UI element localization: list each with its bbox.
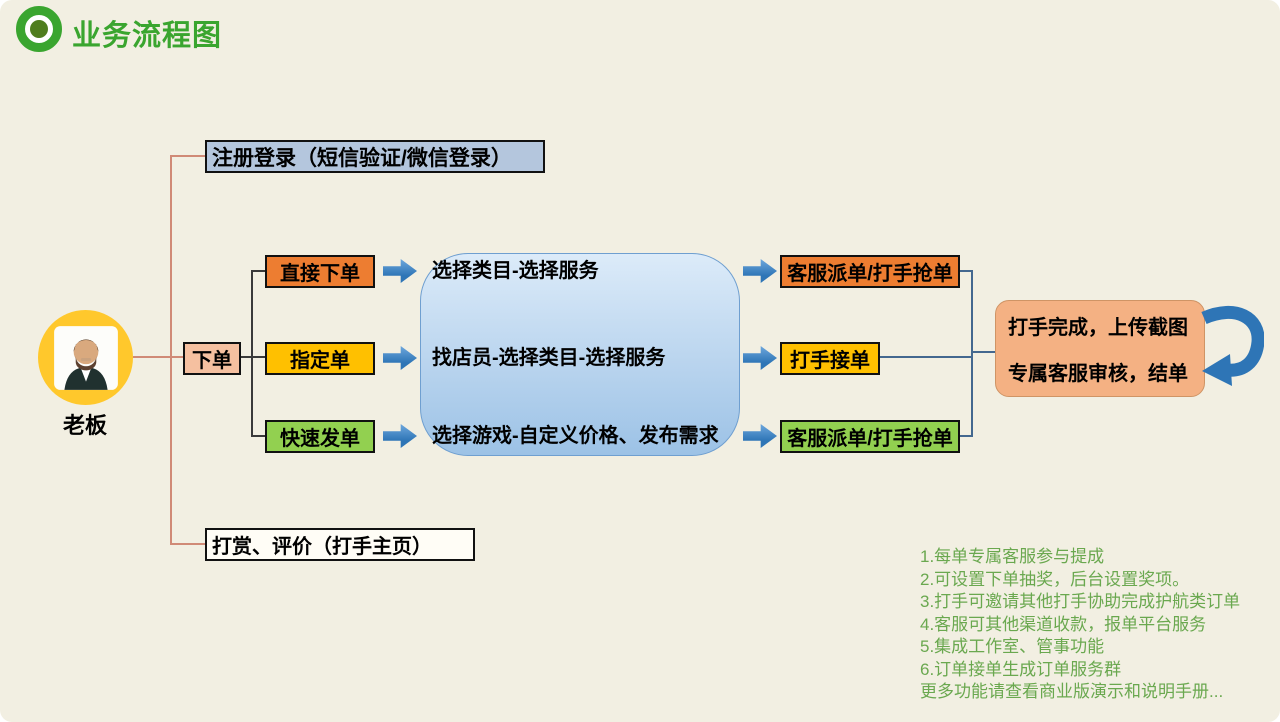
connector-to-reward: [170, 543, 205, 545]
reward-review-label: 打赏、评价（打手主页）: [212, 536, 432, 558]
note-item-4: 4.客服可其他渠道收款，报单平台服务: [920, 614, 1207, 634]
note-item-2: 2.可设置下单抽奖，后台设置奖项。: [920, 569, 1190, 589]
bracket-result-vertical: [971, 270, 973, 437]
flow-arrow-icon: [743, 259, 777, 283]
bracket-result-2: [880, 356, 973, 358]
loop-arrow-icon: [1198, 302, 1265, 392]
title-bullet-dot: [30, 20, 48, 38]
note-item-5: 5.集成工作室、管事功能: [920, 637, 1105, 656]
process-step-3: 选择游戏-自定义价格、发布需求: [432, 425, 719, 447]
connector-to-register: [170, 155, 205, 157]
bracket-to-branch-2: [251, 356, 265, 358]
page-title: 业务流程图: [72, 20, 223, 52]
bracket-result-3: [960, 435, 973, 437]
actor-label: 老板: [62, 413, 107, 438]
register-login-label: 注册登录（短信验证/微信登录）: [212, 146, 512, 170]
note-item-3: 3.打手可邀请其他打手协助完成护航类订单: [920, 592, 1241, 611]
branch-box-quick-post: 快速发单: [265, 420, 375, 453]
flow-arrow-icon: [383, 424, 417, 448]
completion-line-1: 打手完成，上传截图: [1008, 317, 1188, 339]
branch-box-direct-order: 直接下单: [265, 255, 375, 288]
connector-trunk-vertical: [170, 155, 172, 545]
process-step-1: 选择类目-选择服务: [432, 260, 599, 282]
bracket-to-completion: [971, 351, 995, 353]
result-dispatch-1-label: 客服派单/打手抢单: [787, 263, 953, 285]
completion-box: 打手完成，上传截图 专属客服审核，结单: [995, 300, 1205, 397]
bracket-to-branch-1: [251, 270, 265, 272]
title-bullet-icon: [16, 6, 62, 52]
note-item-more: 更多功能请查看商业版演示和说明手册...: [920, 682, 1224, 701]
notes-list: 1.每单专属客服参与提成 2.可设置下单抽奖，后台设置奖项。 3.打手可邀请其他…: [920, 546, 1240, 704]
connector-to-order: [170, 356, 183, 358]
result-dispatch-2-label: 客服派单/打手抢单: [787, 428, 953, 450]
bracket-to-branch-3: [251, 435, 265, 437]
reward-review-box: 打赏、评价（打手主页）: [205, 528, 475, 561]
boss-illustration: [53, 325, 118, 390]
branch-assigned-label: 指定单: [290, 350, 350, 372]
flow-arrow-icon: [743, 346, 777, 370]
process-step-2: 找店员-选择类目-选择服务: [432, 347, 666, 369]
result-box-accept: 打手接单: [780, 342, 880, 375]
bracket-order-stub: [241, 356, 253, 358]
flow-arrow-icon: [383, 259, 417, 283]
branch-box-assigned-order: 指定单: [265, 342, 375, 375]
note-item-6: 6.订单接单生成订单服务群: [920, 659, 1122, 679]
branch-quick-label: 快速发单: [280, 428, 360, 450]
bracket-order-vertical: [251, 270, 253, 437]
completion-line-2: 专属客服审核，结单: [1008, 363, 1188, 385]
connector-actor-trunk: [133, 356, 172, 358]
result-box-dispatch-1: 客服派单/打手抢单: [780, 255, 960, 288]
order-label: 下单: [192, 350, 232, 372]
result-box-dispatch-2: 客服派单/打手抢单: [780, 420, 960, 453]
flow-arrow-icon: [743, 424, 777, 448]
boss-avatar: [38, 310, 133, 405]
note-item-1: 1.每单专属客服参与提成: [920, 547, 1105, 566]
flow-arrow-icon: [383, 346, 417, 370]
register-login-box: 注册登录（短信验证/微信登录）: [205, 140, 545, 173]
branch-direct-label: 直接下单: [280, 263, 360, 285]
order-box: 下单: [183, 342, 241, 375]
bracket-result-1: [960, 270, 973, 272]
result-accept-label: 打手接单: [790, 350, 870, 372]
process-panel: [420, 253, 740, 456]
